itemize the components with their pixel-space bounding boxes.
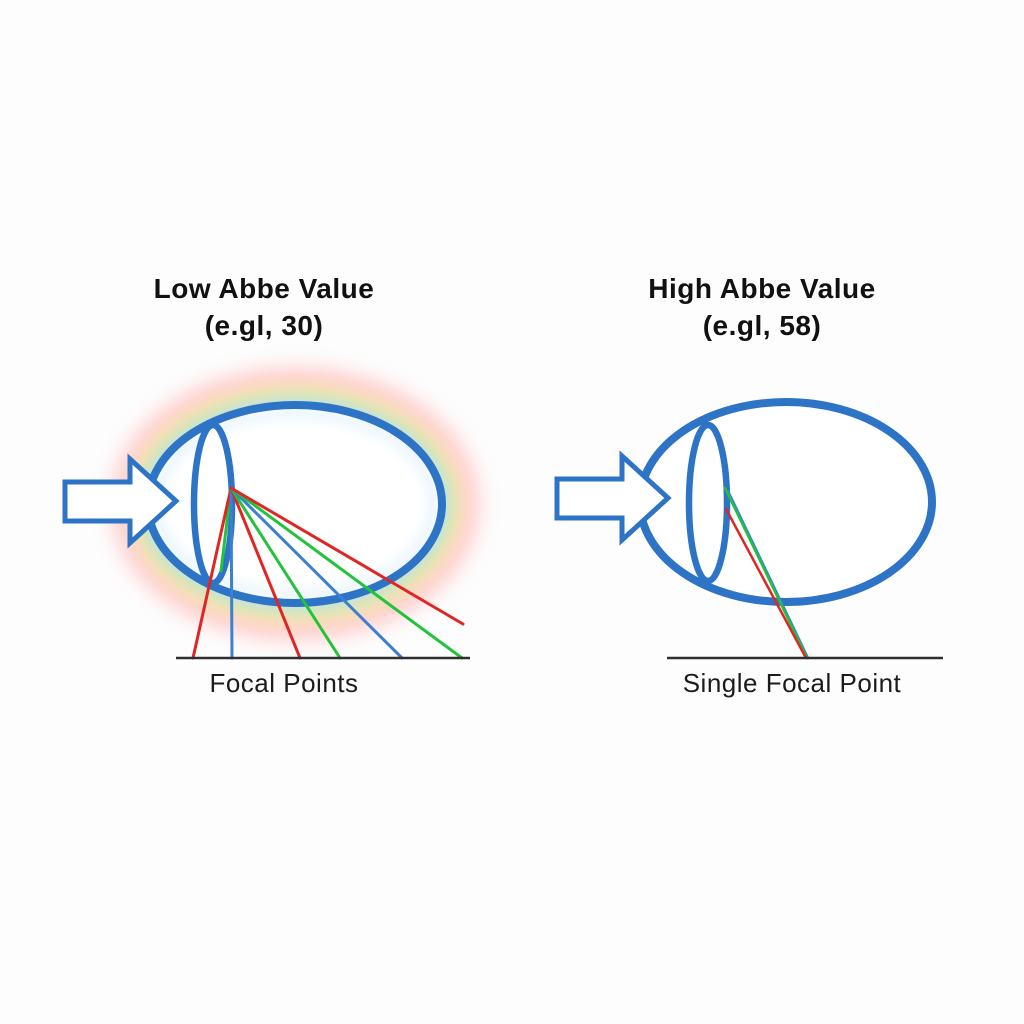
ray-blue-vertical: [229, 486, 234, 660]
ray-green-shallow: [229, 486, 464, 660]
eye-outline-right: [636, 398, 936, 606]
incoming-light-arrow-left: [62, 453, 180, 549]
lens-right: [685, 421, 731, 585]
low-abbe-title-line1: Low Abbe Value: [153, 273, 375, 304]
ray-red-shallow: [229, 486, 465, 626]
ray-red-steep: [191, 486, 233, 660]
low-abbe-title: Low Abbe Value (e.gl, 30): [64, 270, 464, 344]
single-focal-point-label: Single Focal Point: [682, 668, 902, 698]
converging-rays: [723, 486, 810, 660]
low-abbe-title-line2: (e.gl, 30): [204, 310, 324, 341]
ray-red-mid: [229, 486, 302, 660]
focal-points-label: Focal Points: [209, 668, 359, 698]
ray-blue-shallow: [229, 486, 404, 660]
high-abbe-title: High Abbe Value (e.gl, 58): [562, 270, 962, 344]
high-abbe-diagram: [554, 398, 943, 660]
ray-green-converging: [723, 486, 809, 660]
high-abbe-title-line1: High Abbe Value: [648, 273, 876, 304]
ray-green-mid: [229, 486, 342, 660]
dispersed-rays: [191, 486, 465, 660]
incoming-light-arrow-right: [554, 450, 672, 546]
ray-red-converging: [724, 507, 808, 660]
high-abbe-title-line2: (e.gl, 58): [702, 310, 822, 341]
low-abbe-diagram: [62, 368, 479, 660]
